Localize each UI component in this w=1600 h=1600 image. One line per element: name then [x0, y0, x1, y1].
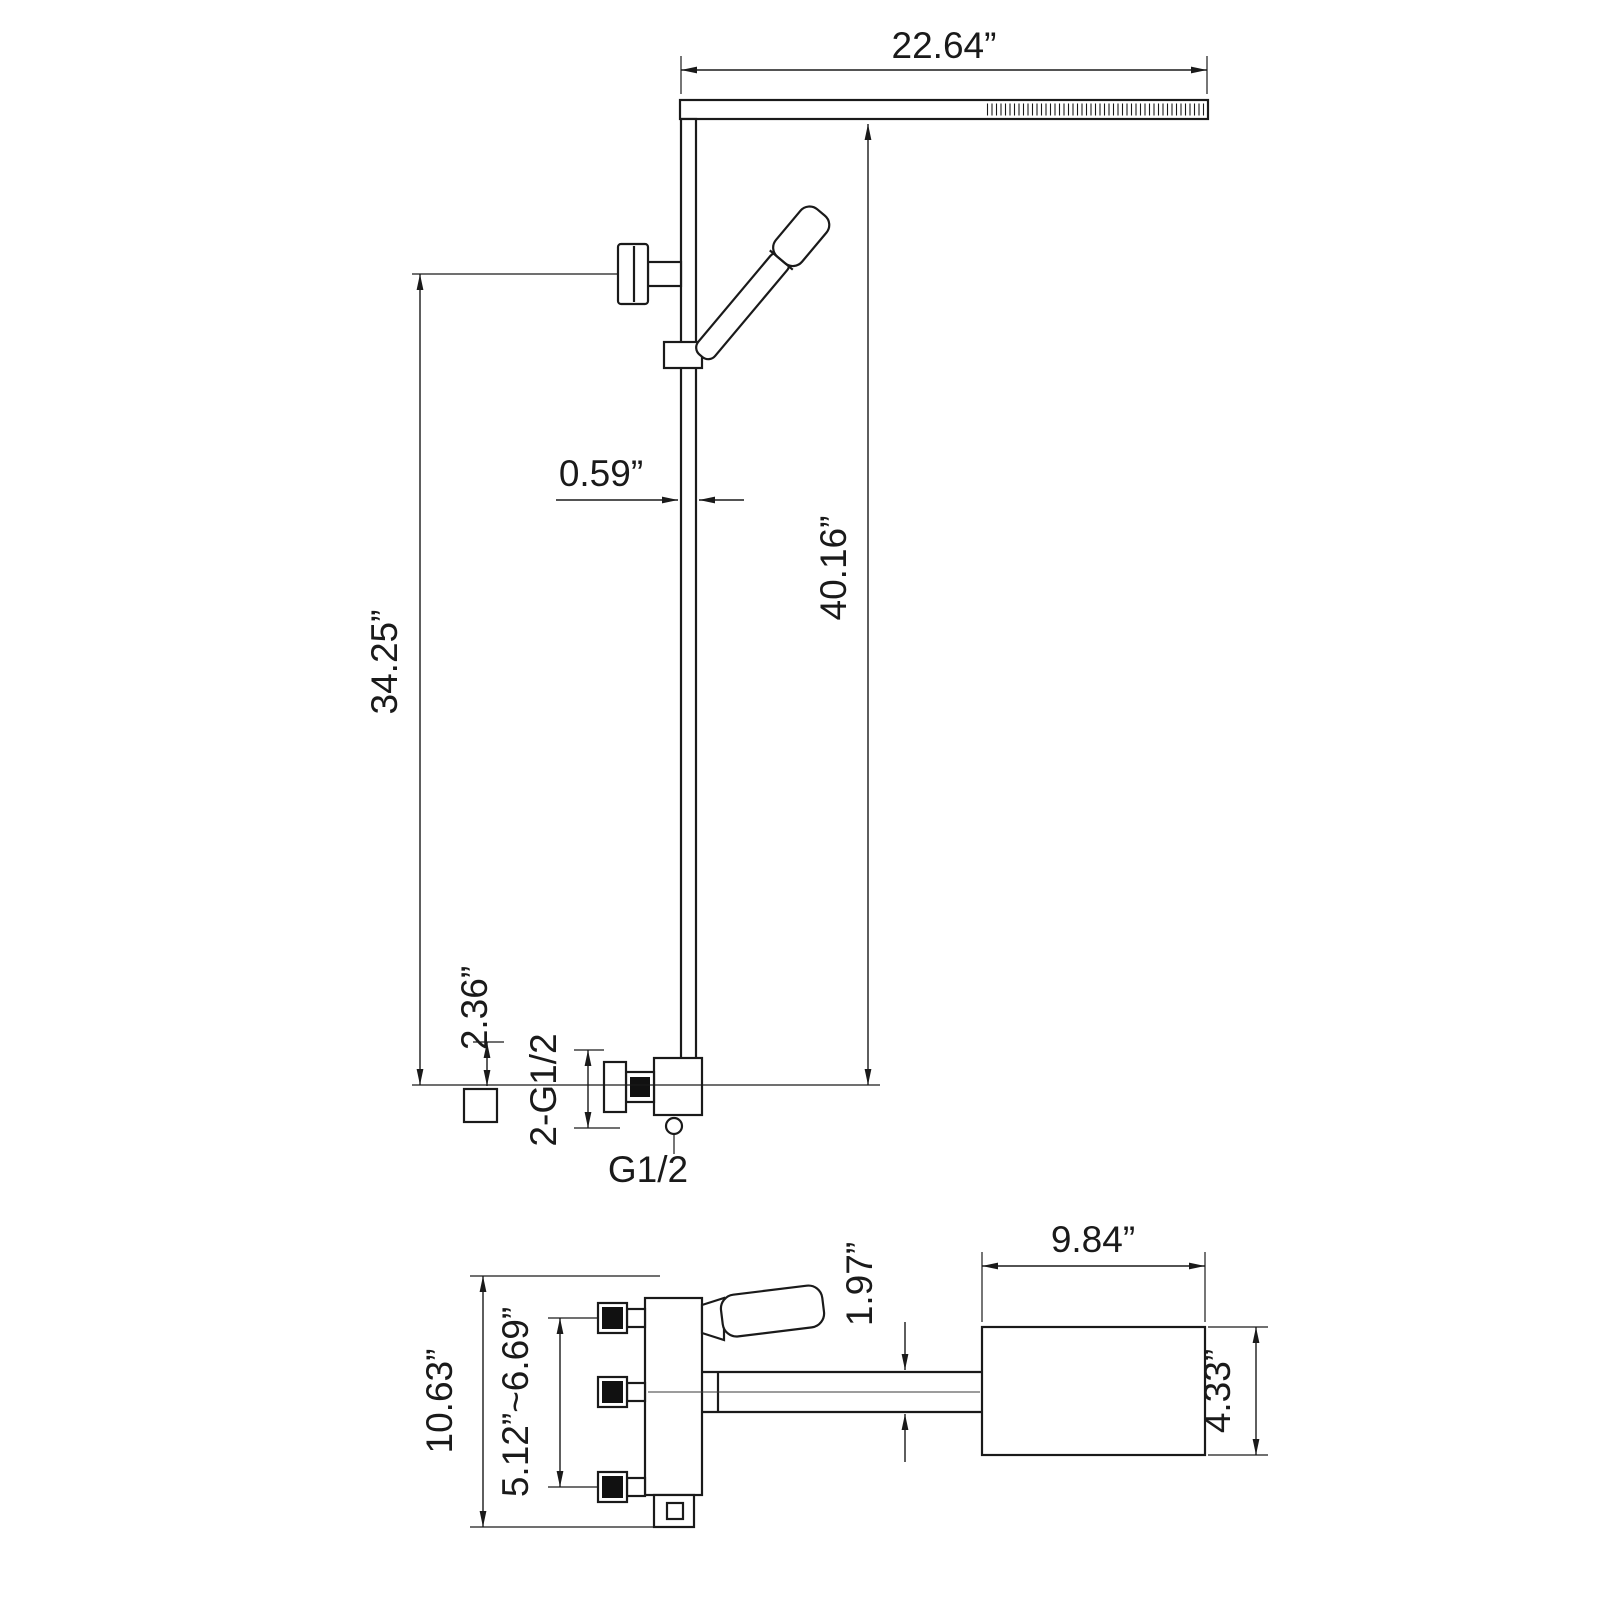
- valve-flange-port: [665, 1501, 685, 1521]
- front-view: 22.64” 0.59” 40.16” 34.25” 2.36”: [364, 25, 1210, 1190]
- dim-overall-height: 40.16”: [813, 124, 872, 1085]
- diverter-stem: [646, 260, 683, 288]
- dim-spout-width-label: 4.33”: [1197, 1349, 1238, 1433]
- dim-plan-overall-height-label: 10.63”: [419, 1349, 460, 1454]
- valve-handle-top: [596, 1301, 647, 1335]
- dim-pole-width: 0.59”: [556, 453, 744, 504]
- valve-body-front: [652, 1056, 704, 1117]
- hand-shower-joint: [769, 249, 794, 271]
- valve-handle-cap-front: [630, 1077, 650, 1097]
- label-inlet-thread: 2-G1/2: [523, 1033, 620, 1147]
- label-outlet-thread: G1/2: [608, 1134, 688, 1190]
- wall-flange: [462, 1087, 499, 1124]
- dim-arm-diameter-label: 1.97”: [839, 1242, 880, 1326]
- label-outlet-thread-text: G1/2: [608, 1149, 688, 1190]
- shower-pole: [679, 117, 698, 1062]
- dim-column-height: 34.25”: [364, 273, 880, 1086]
- spout-arm: [648, 1370, 982, 1414]
- dim-handle-span: 5.12”~6.69”: [495, 1307, 597, 1497]
- dim-spout-width: 4.33”: [1197, 1326, 1268, 1456]
- plan-view: 10.63” 5.12”~6.69” 1.97” 9.84” 4.33: [419, 1219, 1268, 1529]
- dim-arm-width-label: 22.64”: [892, 25, 997, 66]
- dim-column-height-label: 34.25”: [364, 610, 405, 715]
- outlet-port: [664, 1116, 684, 1136]
- spray-face-hatch: [984, 103, 1205, 116]
- valve-body-plan: [643, 1296, 704, 1497]
- dim-arm-diameter: 1.97”: [839, 1242, 909, 1462]
- valve-handle-middle: [596, 1375, 647, 1409]
- mixer-lever: [700, 1284, 826, 1342]
- dim-flange-offset-label: 2.36”: [454, 966, 495, 1050]
- dim-arm-width: 22.64”: [680, 25, 1208, 94]
- dim-overall-height-label: 40.16”: [813, 516, 854, 621]
- tub-spout: [980, 1325, 1207, 1457]
- dim-plan-overall-height: 10.63”: [419, 1275, 660, 1528]
- dim-spout-length-label: 9.84”: [1051, 1219, 1135, 1260]
- hand-shower: [695, 205, 831, 361]
- valve-handle-front: [602, 1060, 628, 1114]
- label-inlet-thread-text: 2-G1/2: [523, 1033, 564, 1146]
- valve-handle-bottom: [596, 1470, 647, 1504]
- hand-shower-handle: [695, 251, 791, 361]
- valve-flange-plan: [652, 1493, 696, 1529]
- dim-flange-offset: 2.36”: [454, 966, 504, 1086]
- dim-spout-length: 9.84”: [981, 1219, 1206, 1322]
- dim-handle-span-label: 5.12”~6.69”: [495, 1307, 536, 1497]
- dim-pole-width-label: 0.59”: [559, 453, 643, 494]
